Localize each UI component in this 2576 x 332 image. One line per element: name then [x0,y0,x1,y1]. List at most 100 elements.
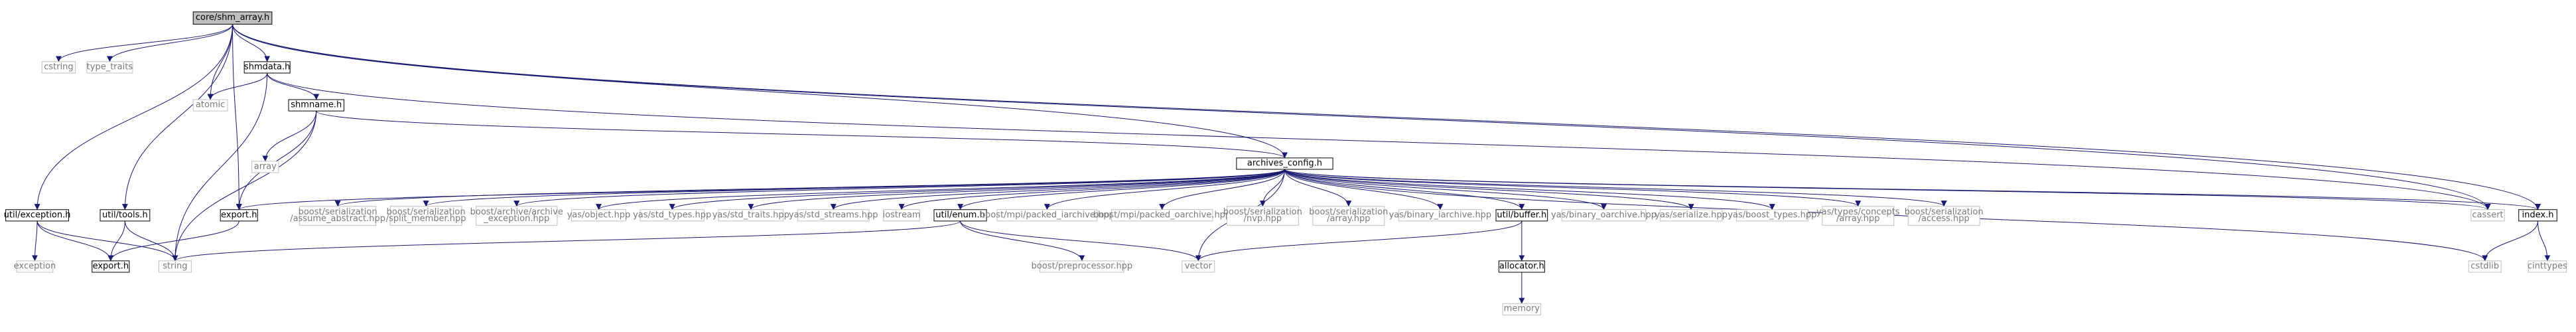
node-label: atomic [196,100,225,110]
edge-archives_config-to-export_mid [236,169,1285,210]
edge-archives_config-to-cassert [1284,169,2490,210]
node-util-exception[interactable]: util/exception.h [4,209,71,222]
edge-shmname-to-archives_config [316,110,1288,159]
edge-archives_config-to-util_buffer [1284,169,1525,210]
node-packed-oarchive: boost/mpi/packed_oarchive.hpp [1093,209,1231,222]
edge-index_h-to-cstdlib [2482,220,2538,262]
edge-shmname-to-string [172,111,317,262]
edge-archives_config-to-ser_access [1284,169,1947,207]
edge-archives_config-to-iostream [898,169,1285,210]
node-yas-binary-iarchive: yas/binary_iarchive.hpp [1389,209,1492,222]
node-box [1495,209,1548,222]
node-box [220,209,258,222]
node-box [1182,260,1215,273]
node-label: /split_member.hpp [386,214,466,224]
node-label: /access.hpp [1919,214,1970,224]
node-split-member: boost/serialization/split_member.hpp [386,206,466,226]
node-box [1498,260,1545,273]
node-util-enum[interactable]: util/enum.h [933,209,987,222]
edge-archives_config-to-packed_oarchive [1159,169,1285,210]
node-box [158,260,192,273]
node-box [1561,209,1647,222]
node-box [92,260,130,273]
node-yas-std-types: yas/std_types.hpp [633,209,711,222]
node-label: allocator.h [1499,261,1544,271]
node-yas-binary-oarchive: yas/binary_oarchive.hpp [1551,209,1657,222]
node-box [86,61,133,74]
edge-root-to-shmdata [232,24,271,62]
node-box [718,209,784,222]
node-label: /nvp.hpp [1244,214,1282,224]
edge-export_mid-to-export_low [107,220,239,262]
edge-archives_config-to-yas_std_streams [830,169,1285,210]
node-box [16,260,54,273]
node-label: iostream [882,210,920,220]
edge-archives_config-to-yas_std_types [669,169,1285,210]
node-label: yas/binary_iarchive.hpp [1389,210,1492,220]
node-label: cinttypes [2528,261,2567,271]
node-box [1040,260,1124,273]
node-box [2471,209,2505,222]
node-yas-object: yas/object.hpp [567,209,631,222]
node-export-mid[interactable]: export.h [220,209,258,222]
node-export-low[interactable]: export.h [92,260,130,273]
node-box [1659,209,1723,222]
edge-util_exception-to-export_low [36,220,114,262]
edge-shmname-to-export_mid [236,111,317,210]
node-box [243,61,291,74]
node-packed-iarchive: boost/mpi/packed_iarchive.hpp [980,209,1115,222]
node-root[interactable]: core/shm_array.h [192,11,273,25]
edge-archives_config-to-nvp [1259,169,1285,207]
node-box [192,99,228,112]
node-iostream: iostream [882,209,921,222]
node-label: yas/types/concepts [1816,207,1900,217]
node-label: util/buffer.h [1497,210,1546,220]
node-boost-preprocessor: boost/preprocessor.hpp [1032,260,1132,273]
node-label: yas/boost_types.hpp [1728,210,1816,220]
node-util-buffer[interactable]: util/buffer.h [1495,209,1548,222]
node-type-traits: type_traits [86,61,133,74]
node-box [476,206,558,226]
node-label: yas/std_types.hpp [633,210,711,220]
edge-shmdata-to-cassert [267,72,2491,210]
node-yas-std-traits: yas/std_traits.hpp [712,209,789,222]
node-util-tools[interactable]: util/tools.h [100,209,151,222]
node-label: boost/mpi/packed_oarchive.hpp [1093,210,1231,220]
node-vector: vector [1182,260,1215,273]
node-label: type_traits [87,62,133,72]
node-label: cstring [44,62,73,72]
node-box [996,209,1098,222]
edge-archives_config-to-archive_exception [513,169,1285,207]
node-label: shmname.h [291,100,342,110]
node-label: vector [1185,261,1213,271]
edge-util_tools-to-export_low [107,220,125,262]
node-box [389,206,462,226]
node-shmdata[interactable]: shmdata.h [243,61,291,74]
edge-archives_config-to-yas_binary_oarchive [1284,169,1607,210]
node-yas-std-streams: yas/std_streams.hpp [789,209,878,222]
node-cstdlib: cstdlib [2468,260,2502,273]
edge-shmdata-to-shmname [267,72,320,100]
node-label: export.h [93,261,129,271]
node-label: yas/object.hpp [567,210,631,220]
node-index-h[interactable]: index.h [2518,209,2557,222]
node-archives-config[interactable]: archives_config.h [1236,157,1333,170]
edge-layer [31,24,2551,304]
node-ser-access: boost/serialization/access.hpp [1905,206,1984,226]
node-label: boost/serialization [1309,207,1388,217]
edge-archives_config-to-yas_std_traits [748,169,1285,210]
edge-util_enum-to-vector [960,220,1201,262]
edge-root-to-util_tools [121,24,234,210]
node-label: cstdlib [2471,261,2499,271]
edge-archives_config-to-index_h [1284,169,2541,210]
node-label: /array.hpp [1327,214,1371,224]
node-cinttypes: cinttypes [2528,260,2567,273]
node-shmname[interactable]: shmname.h [288,99,344,112]
node-box [192,11,273,25]
node-label: boost/archive/archive [470,207,563,217]
node-label: core/shm_array.h [196,13,269,23]
node-allocator[interactable]: allocator.h [1498,260,1545,273]
node-yas-concepts-array: yas/types/concepts/array.hpp [1816,206,1900,226]
edge-archives_config-to-yas_concepts_array [1284,169,1862,207]
